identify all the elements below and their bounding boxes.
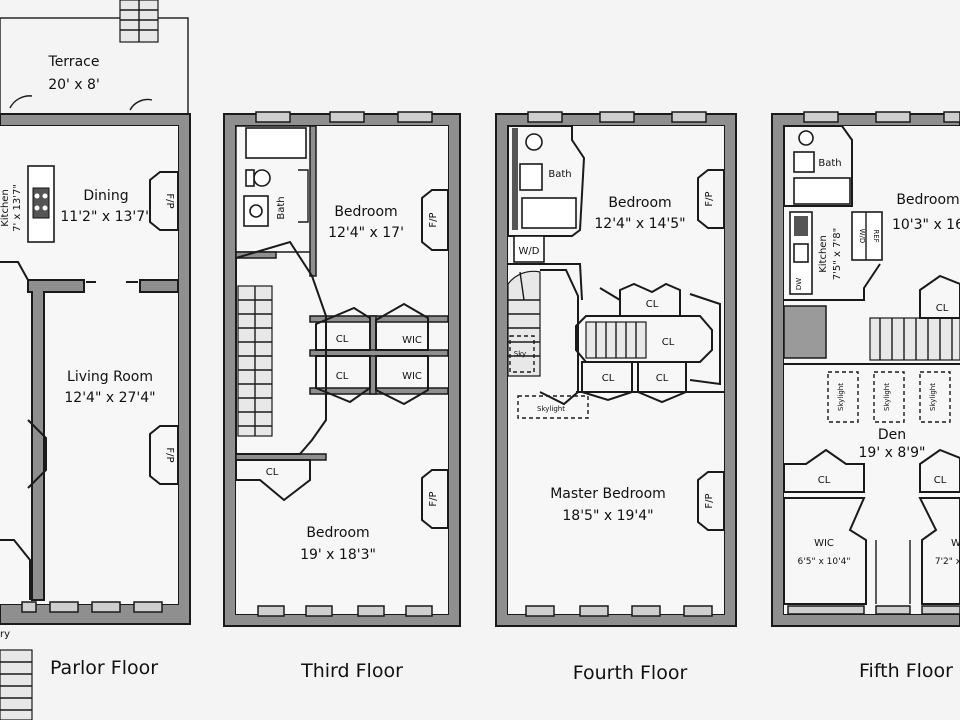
svg-text:F/P: F/P — [428, 212, 439, 227]
svg-text:F/P: F/P — [428, 491, 439, 506]
dining-dimensions: 11'2" x 13'7" — [60, 209, 151, 225]
third-bath-label: Bath — [276, 196, 287, 219]
fourth-closet-3: CL — [602, 373, 615, 384]
third-toilet — [253, 169, 271, 187]
fifth-closet-3: CL — [934, 475, 947, 486]
den-label: Den — [878, 427, 906, 443]
fifth-wic-right-dimensions: 7'2" x — [935, 557, 960, 567]
third-bedroom-front-label: Bedroom — [334, 204, 397, 220]
fourth-skylight-label: Skylight — [537, 405, 565, 413]
third-closet-3: CL — [266, 467, 279, 478]
third-closet-2: CL — [336, 371, 349, 382]
terrace-label: Terrace — [48, 54, 100, 70]
fourth-bedroom-dimensions: 12'4" x 14'5" — [594, 216, 685, 232]
terrace-dimensions: 20' x 8' — [48, 77, 100, 93]
third-bedroom-front-dimensions: 12'4" x 17' — [328, 225, 404, 241]
fifth-staircase — [869, 317, 960, 361]
living-room-label: Living Room — [67, 369, 153, 385]
fourth-floor: Bath W/D Sky Skylight CL CL CL CL — [495, 111, 737, 684]
fourth-bathtub — [521, 197, 577, 229]
third-staircase — [237, 285, 273, 437]
fifth-wic-right-label: W — [951, 538, 960, 549]
fifth-closet-2: CL — [818, 475, 831, 486]
fifth-wic-left-label: WIC — [814, 538, 834, 549]
fourth-upper-stair — [585, 321, 647, 359]
fifth-floor-caption: Fifth Floor — [859, 660, 953, 682]
svg-text:REF: REF — [872, 229, 880, 242]
fourth-sky-label: Sky — [514, 350, 526, 358]
svg-text:DW: DW — [795, 278, 803, 290]
fifth-bathtub — [793, 177, 851, 205]
fifth-bath-label: Bath — [818, 158, 841, 169]
fifth-skylight-3: Skylight — [929, 383, 937, 411]
fourth-washer-dryer — [513, 235, 545, 263]
fifth-kitchen-dimensions: 7'5" x 7'8" — [832, 228, 843, 280]
fifth-skylight-1: Skylight — [837, 383, 845, 411]
terrace-stairs — [119, 0, 159, 43]
fifth-sink — [793, 151, 815, 173]
fifth-toilet — [798, 130, 814, 146]
fifth-kitchen-label: Kitchen — [818, 235, 829, 273]
third-wic-2: WIC — [402, 371, 422, 382]
fourth-staircase — [507, 270, 541, 377]
fourth-fireplace-1 — [697, 169, 725, 229]
fifth-bedroom-label: Bedroom — [896, 192, 959, 208]
fourth-bedroom-label: Bedroom — [608, 195, 671, 211]
fourth-sink — [519, 163, 543, 191]
kitchen-dimensions: 7' x 13'7" — [12, 184, 23, 232]
third-floor-caption: Third Floor — [300, 660, 403, 682]
parlor-floor: Terrace 20' x 8' Kitchen 7' x 13'7" Dini… — [0, 0, 191, 720]
fireplace-living — [149, 425, 179, 485]
svg-text:F/P: F/P — [704, 191, 715, 206]
parlor-floor-caption: Parlor Floor — [50, 657, 158, 679]
master-bedroom-label: Master Bedroom — [550, 486, 666, 502]
third-closet-1: CL — [336, 334, 349, 345]
fifth-wic-left-dimensions: 6'5" x 10'4" — [798, 557, 851, 567]
svg-text:W/D: W/D — [519, 246, 540, 257]
svg-text:W/D: W/D — [858, 229, 866, 244]
fourth-bath-label: Bath — [548, 169, 571, 180]
third-floor: Bath CL CL WIC WIC CL Bedroom — [223, 111, 461, 682]
fireplace-label: F/P — [164, 193, 175, 208]
third-bedroom-rear-label: Bedroom — [306, 525, 369, 541]
dining-label: Dining — [83, 188, 128, 204]
fireplace-dining — [149, 171, 179, 231]
den-dimensions: 19' x 8'9" — [859, 445, 926, 461]
svg-text:F/P: F/P — [704, 493, 715, 508]
kitchen-counter — [27, 165, 55, 243]
kitchen-label: Kitchen — [0, 189, 11, 227]
living-room-dimensions: 12'4" x 27'4" — [64, 390, 155, 406]
svg-text:F/P: F/P — [164, 447, 175, 462]
fifth-skylight-2: Skylight — [883, 383, 891, 411]
fourth-closet-2: CL — [662, 337, 675, 348]
master-bedroom-dimensions: 18'5" x 19'4" — [562, 508, 653, 524]
fourth-fireplace-2 — [697, 471, 725, 531]
third-fireplace-2 — [421, 469, 449, 529]
fourth-toilet — [525, 133, 543, 151]
fourth-closet-4: CL — [656, 373, 669, 384]
fifth-closet-1: CL — [936, 303, 949, 314]
third-wic-1: WIC — [402, 335, 422, 346]
parlor-partition — [27, 279, 85, 601]
fourth-closet-1: CL — [646, 299, 659, 310]
fifth-floor: Bath DW Kitchen 7'5" x 7'8" W/D REF CL S… — [771, 111, 960, 682]
third-bathtub — [245, 127, 307, 159]
stoop-stairs — [0, 649, 33, 720]
fourth-floor-caption: Fourth Floor — [573, 662, 688, 684]
fifth-bedroom-dimensions: 10'3" x 16 — [892, 217, 960, 233]
third-bedroom-rear-dimensions: 19' x 18'3" — [300, 547, 376, 563]
pantry-label-fragment: ry — [0, 629, 10, 640]
third-fireplace-1 — [421, 189, 449, 251]
